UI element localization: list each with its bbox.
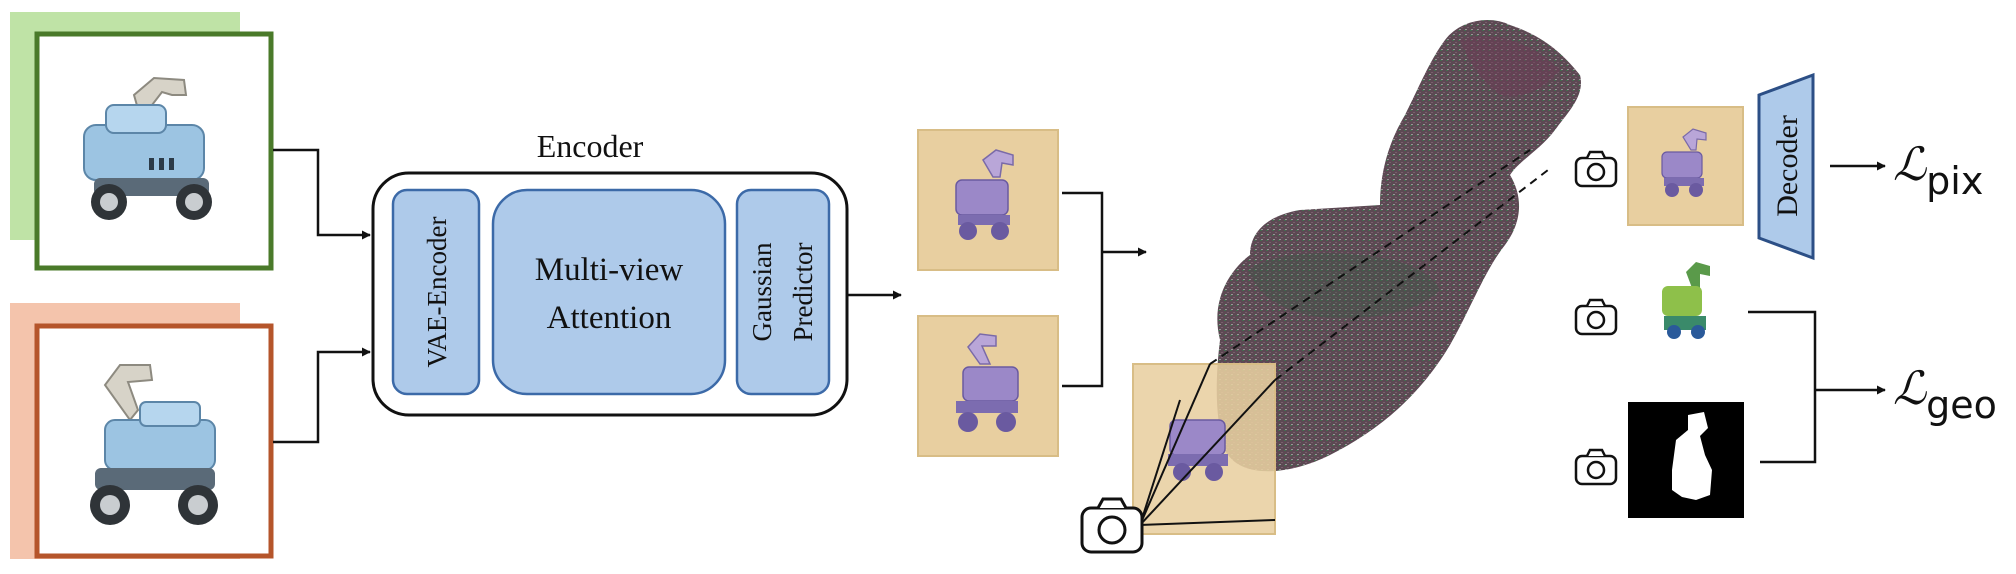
geometry-loss-label: ℒgeo [1893, 361, 1997, 427]
geometry-loss-branch: ℒgeo [1574, 262, 1997, 518]
gaussian-point-cloud [1216, 20, 1581, 472]
pixel-loss-subscript: pix [1926, 159, 1983, 203]
input-view-1 [10, 12, 274, 271]
camera-icon [1574, 150, 1618, 188]
input-connectors [273, 148, 371, 444]
feature-map-subject-1 [955, 149, 1014, 240]
excavator-toy-image-2 [90, 364, 218, 525]
feature-map-subject-2 [956, 333, 1019, 432]
multi-view-attention-label-line2: Attention [547, 300, 672, 336]
gaussian-feature-map-2 [917, 315, 1059, 457]
render-view [1080, 149, 1549, 554]
geometry-merge-connector [1748, 310, 1886, 464]
merge-connector [1062, 191, 1147, 388]
pixel-loss-label: ℒpix [1893, 137, 1983, 203]
connector-view-1 [273, 148, 371, 240]
camera-icon [1574, 448, 1618, 486]
render-plane-subject [1168, 419, 1228, 481]
camera-icon [1080, 497, 1144, 554]
geometry-loss-subscript: geo [1926, 383, 1997, 427]
camera-icon [1574, 298, 1618, 336]
pixel-loss-branch: Decoder ℒpix [1574, 72, 1983, 261]
gaussian-predictor-block [735, 188, 831, 396]
encoder-title: Encoder [537, 128, 644, 164]
pixel-loss-symbol: ℒ [1893, 137, 1927, 191]
gaussian-predictor-label-line2: Predictor [788, 243, 818, 342]
encoder: Encoder VAE-Encoder Multi-view Attention… [371, 128, 849, 417]
merge-bracket [1062, 191, 1104, 388]
pixel-render-subject [1661, 128, 1707, 197]
multi-view-attention-block [491, 188, 727, 396]
decoder-label: Decoder [1771, 115, 1804, 217]
vae-encoder-label: VAE-Encoder [422, 217, 452, 368]
input-view-2 [10, 303, 274, 559]
excavator-toy-image-1 [83, 76, 212, 220]
gaussian-predictor-label-line1: Gaussian [747, 242, 777, 341]
connector-view-2 [273, 347, 371, 444]
multi-view-attention-label-line1: Multi-view [535, 252, 684, 288]
decoder-block [1757, 72, 1815, 261]
vae-encoder-block [391, 188, 481, 396]
gaussian-feature-map-1 [917, 129, 1059, 271]
geometry-loss-symbol: ℒ [1893, 361, 1927, 415]
depth-render [1662, 262, 1710, 339]
camera-frustum [1139, 149, 1549, 526]
silhouette-shape [1672, 412, 1712, 500]
